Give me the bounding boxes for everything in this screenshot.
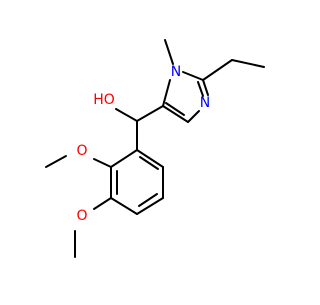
bond-n3-c4 [187, 110, 200, 123]
bond-ring-c3-c4 [136, 197, 164, 215]
bond-ring-c1-c2 [136, 149, 164, 168]
atom-hydroxyl-label: HO [93, 92, 115, 108]
molecule-canvas: HO N N O O [0, 0, 300, 300]
bond-n-methyl [164, 39, 174, 65]
atom-n3-label: N [200, 95, 210, 111]
bond-ethyl-ch3 [231, 59, 265, 68]
bond-c-imidazole [136, 105, 164, 122]
bond-ring-o-upper [93, 158, 112, 168]
bond-ring-double-2 [138, 193, 158, 207]
bond-c2-n3 [202, 79, 209, 96]
bond-ethyl-ch2 [202, 59, 233, 81]
atom-o-upper-label: O [76, 143, 87, 159]
bond-o-methyl-upper [45, 155, 67, 168]
bond-c4-c5-double [165, 102, 185, 116]
bond-n1-c2 [182, 71, 204, 81]
background [0, 0, 300, 300]
bond-ring-o-lower [93, 197, 112, 210]
atom-o-lower-label: O [76, 208, 87, 224]
bonds [45, 39, 265, 258]
bond-ring-c6-c1 [110, 149, 138, 168]
bond-ring-double-1 [139, 156, 159, 170]
atom-n1-label: N [171, 64, 181, 80]
molecule-structure: HO N N O O [0, 0, 300, 300]
bond-c5-n1 [162, 79, 171, 107]
bond-c4-c5 [162, 105, 189, 123]
bond-ring-c4-c5 [110, 197, 138, 215]
bond-c-oh [115, 108, 138, 122]
bond-c2-n3-double [197, 81, 204, 97]
